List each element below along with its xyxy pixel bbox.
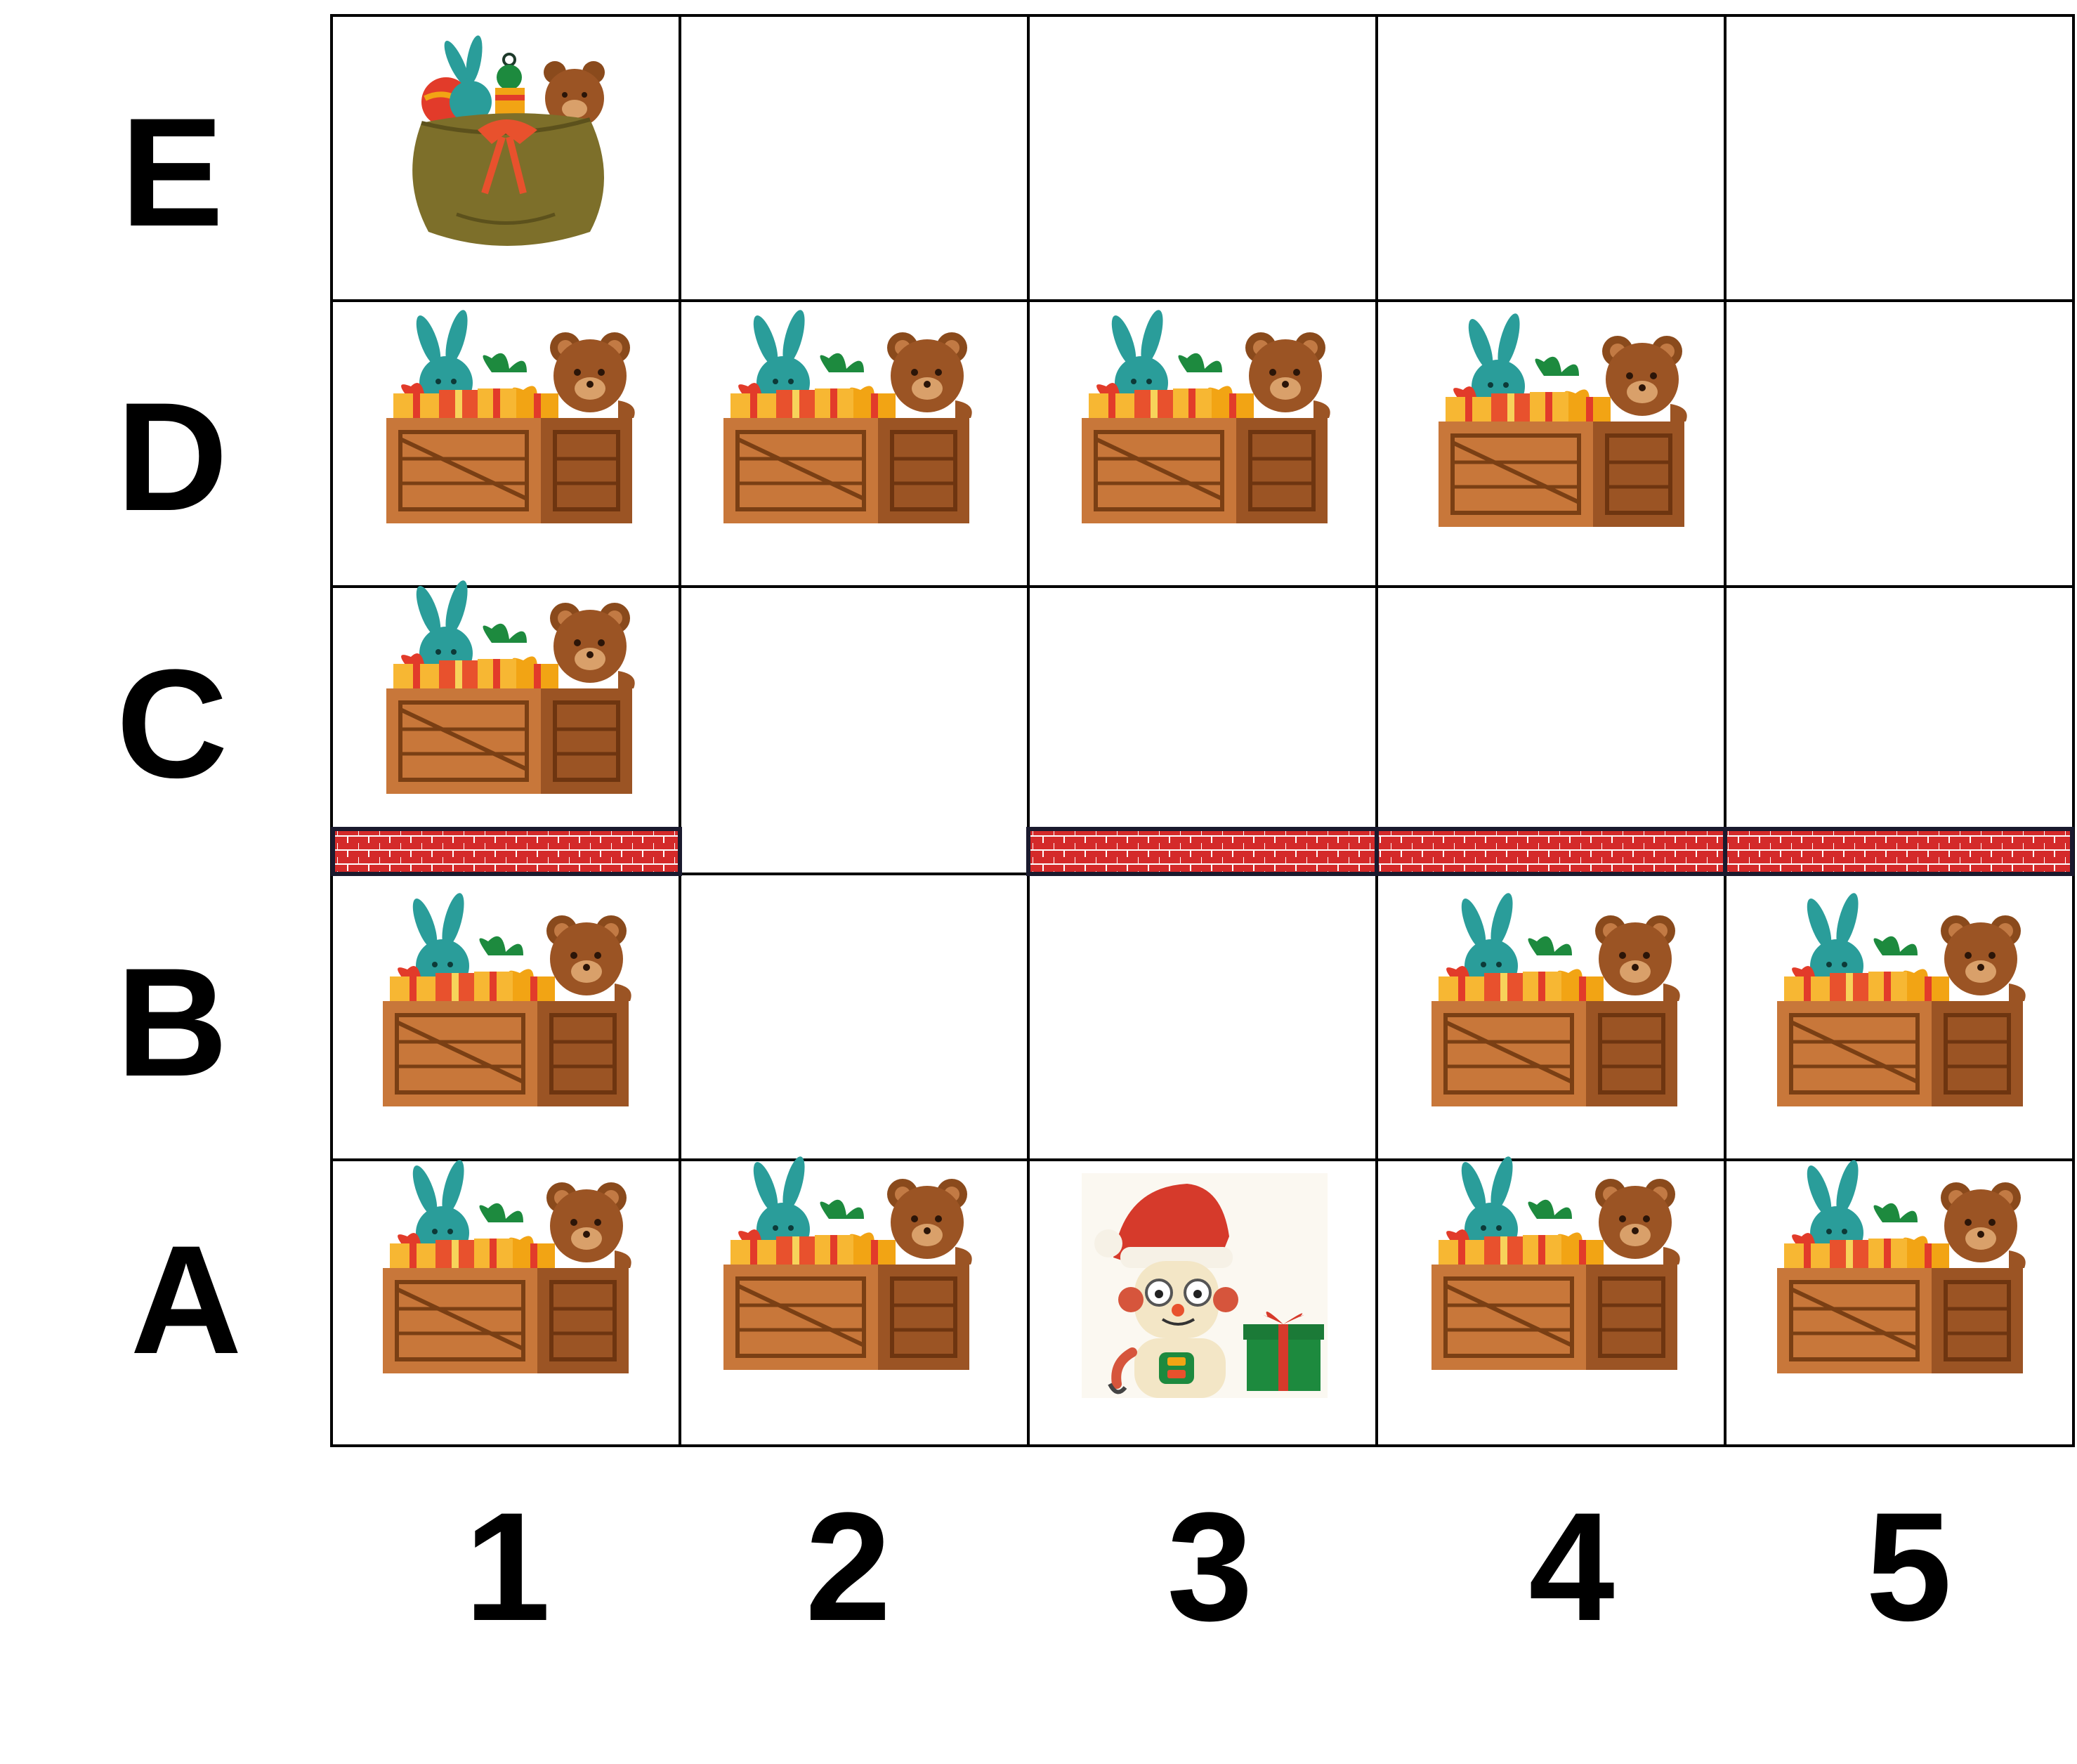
row-label-c: C — [116, 637, 228, 810]
wall-c5-b5 — [1723, 827, 2074, 876]
col-label-5: 5 — [1866, 1480, 1952, 1653]
col-label-1: 1 — [464, 1480, 551, 1653]
toy-crate-b4-icon — [1431, 891, 1680, 1106]
toy-crate-a1-icon — [383, 1158, 631, 1373]
col-label-4: 4 — [1528, 1480, 1615, 1653]
toy-crate-d3-icon — [1082, 308, 1330, 523]
wall-c1-b1 — [331, 827, 682, 876]
santa-robot-icon — [1082, 1173, 1328, 1398]
row-label-d: D — [116, 370, 228, 543]
toy-sack-icon — [412, 35, 605, 246]
toy-crate-b1-icon — [383, 891, 631, 1106]
row-label-e: E — [120, 86, 224, 259]
col-label-2: 2 — [805, 1480, 891, 1653]
toy-crate-d4-icon — [1439, 311, 1687, 527]
wall-c4-b4 — [1375, 827, 1727, 876]
toy-crate-b5-icon — [1777, 891, 2026, 1106]
toy-crate-a5-icon — [1777, 1158, 2026, 1373]
toy-crate-a4-icon — [1431, 1154, 1680, 1370]
col-label-3: 3 — [1167, 1480, 1253, 1653]
row-label-b: B — [116, 936, 228, 1109]
row-label-a: A — [130, 1213, 242, 1386]
toy-crate-d1-icon — [386, 308, 635, 523]
toy-crate-d2-icon — [723, 308, 972, 523]
toy-crate-c1-icon — [386, 578, 635, 794]
toy-crate-a2-icon — [723, 1154, 972, 1370]
wall-c3-b3 — [1026, 827, 1379, 876]
